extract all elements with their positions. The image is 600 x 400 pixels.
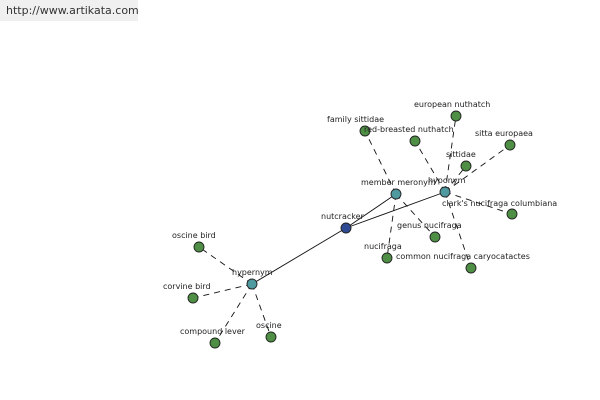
edge-member-meronym-to-family-sittidae [364,130,397,195]
node-label-sitta-europaea: sitta europaea [475,129,533,138]
edge-hyponym-to-red-breasted-nuthatch [414,140,446,193]
node-label-member-meronym: member meronym [361,178,436,187]
node-oscine-bird[interactable]: oscine bird [172,231,216,253]
node-label-corvine-bird: corvine bird [163,282,211,291]
node-label-red-breasted-nuthatch: red-breasted nuthatch [364,125,454,134]
node-label-nutcracker: nutcracker [321,212,365,221]
node-label-common-nucifraga-caryocatactes: common nucifraga caryocatactes [396,252,530,261]
node-clarks-nucifraga-columbiana[interactable]: clark's nucifraga columbiana [442,199,557,220]
node-european-nuthatch[interactable]: european nuthatch [414,100,490,122]
node-label-oscine: oscine [256,321,282,330]
node-circle-hyponym[interactable] [439,186,451,198]
node-circle-oscine-bird[interactable] [193,241,205,253]
node-nutcracker[interactable]: nutcracker [321,212,365,234]
node-circle-member-meronym[interactable] [390,188,402,200]
node-compound-lever[interactable]: compound lever [180,327,246,349]
node-circle-red-breasted-nuthatch[interactable] [409,135,421,147]
node-circle-common-nucifraga-caryocatactes[interactable] [465,262,477,274]
node-label-nucifraga: nucifraga [364,242,402,251]
node-oscine[interactable]: oscine [256,321,282,343]
edge-hyponym-to-sittidae [444,165,467,193]
node-circle-sittidae[interactable] [460,160,472,172]
node-hyponym[interactable]: hyponym [428,176,466,198]
edge-hyponym-to-common-nucifraga-caryocatactes [444,191,472,269]
node-label-clarks-nucifraga-columbiana: clark's nucifraga columbiana [442,199,557,208]
edge-nutcracker-to-hypernym [251,227,347,285]
node-label-genus-nucifraga: genus nucifraga [397,221,462,230]
node-label-hyponym: hyponym [428,176,466,185]
node-circle-clarks-nucifraga-columbiana[interactable] [506,208,518,220]
edge-member-meronym-to-genus-nucifraga [395,193,436,238]
node-circle-corvine-bird[interactable] [187,292,199,304]
node-member-meronym[interactable]: member meronym [361,178,436,200]
node-sitta-europaea[interactable]: sitta europaea [475,129,533,151]
node-circle-european-nuthatch[interactable] [450,110,462,122]
edges-layer [192,115,513,344]
node-sittidae[interactable]: sittidae [446,150,476,172]
node-circle-family-sittidae[interactable] [359,125,371,137]
node-family-sittidae[interactable]: family sittidae [327,115,384,137]
node-corvine-bird[interactable]: corvine bird [163,282,211,304]
node-common-nucifraga-caryocatactes[interactable]: common nucifraga caryocatactes [396,252,530,274]
node-label-hypernym: hypernym [232,268,273,277]
node-circle-nucifraga[interactable] [381,252,393,264]
edge-hypernym-to-oscine [251,283,272,338]
edge-hyponym-to-clarks-nucifraga-columbiana [444,191,513,215]
node-circle-oscine[interactable] [265,331,277,343]
edge-hyponym-to-sitta-europaea [444,144,511,193]
node-label-family-sittidae: family sittidae [327,115,384,124]
edge-nutcracker-to-hyponym [345,191,446,229]
node-label-sittidae: sittidae [446,150,476,159]
edge-hypernym-to-oscine-bird [198,246,253,285]
node-label-compound-lever: compound lever [180,327,246,336]
node-label-oscine-bird: oscine bird [172,231,216,240]
node-circle-compound-lever[interactable] [209,337,221,349]
edge-nutcracker-to-member-meronym [345,193,397,229]
node-hypernym[interactable]: hypernym [232,268,273,290]
node-circle-hypernym[interactable] [246,278,258,290]
edge-hyponym-to-european-nuthatch [444,115,457,193]
node-nucifraga[interactable]: nucifraga [364,242,402,264]
node-label-european-nuthatch: european nuthatch [414,100,490,109]
node-red-breasted-nuthatch[interactable]: red-breasted nuthatch [364,125,454,147]
source-url-banner[interactable]: http://www.artikata.com [0,0,139,21]
node-circle-sitta-europaea[interactable] [504,139,516,151]
node-circle-nutcracker[interactable] [340,222,352,234]
edge-hypernym-to-compound-lever [214,283,253,344]
node-circle-genus-nucifraga[interactable] [429,231,441,243]
node-genus-nucifraga[interactable]: genus nucifraga [397,221,462,243]
